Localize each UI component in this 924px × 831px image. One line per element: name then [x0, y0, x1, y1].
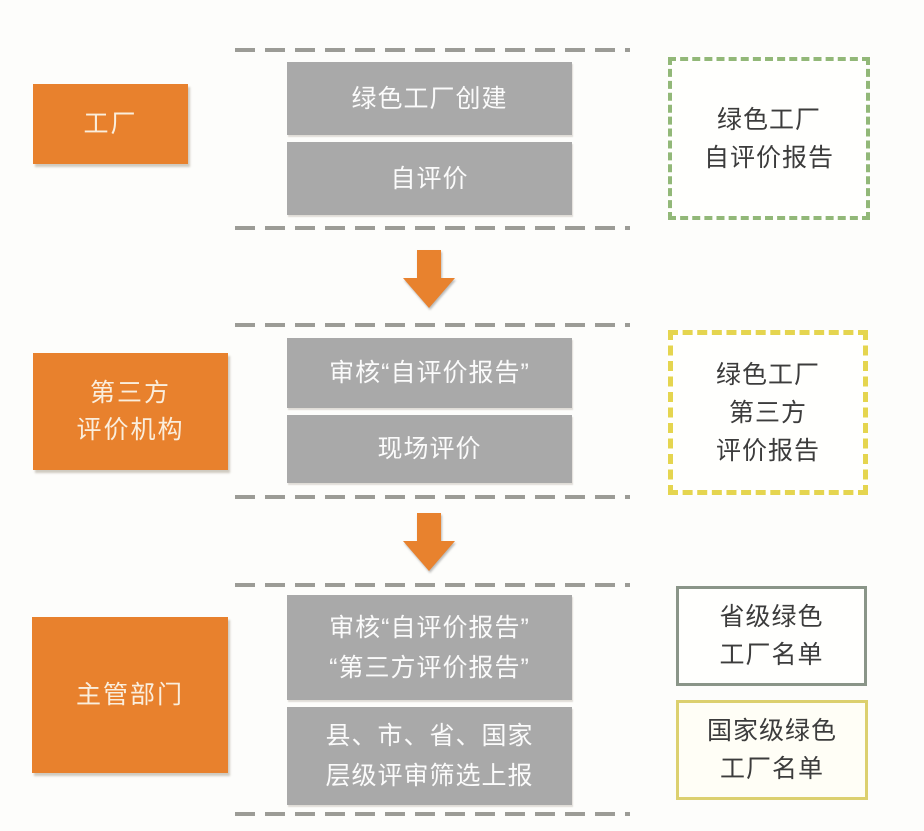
dashed-separator — [235, 583, 630, 587]
step-line: 审核“自评价报告” — [329, 613, 530, 642]
down-arrow-icon — [403, 513, 455, 571]
actor-box-competent-department: 主管部门 — [32, 617, 228, 773]
step-box-green-factory-creation: 绿色工厂创建 — [287, 62, 572, 135]
output-line: 工厂名单 — [719, 755, 824, 783]
dashed-separator — [235, 323, 630, 327]
output-line: 自评价报告 — [703, 143, 834, 172]
dashed-separator — [235, 226, 630, 230]
output-line: 省级绿色 — [719, 603, 824, 631]
step-line: 县、市、省、国家 — [325, 722, 534, 750]
output-box-provincial-green-factory-list: 省级绿色 工厂名单 — [676, 586, 867, 686]
dashed-separator — [235, 48, 630, 52]
step-label: 现场评价 — [377, 435, 482, 463]
output-line: 第三方 — [728, 398, 807, 427]
actor-factory-label: 工厂 — [83, 109, 138, 138]
actor-box-factory: 工厂 — [33, 84, 188, 164]
output-line: 绿色工厂 — [716, 105, 821, 134]
output-line: 评价报告 — [715, 436, 820, 465]
output-line: 国家级绿色 — [706, 717, 837, 745]
step-label: 绿色工厂创建 — [351, 84, 508, 113]
dashed-separator — [235, 812, 630, 816]
actor-line: 第三方 — [89, 378, 171, 407]
down-arrow-icon — [403, 250, 455, 308]
actor-line: 主管部门 — [75, 680, 184, 709]
step-label: 审核“自评价报告” — [329, 359, 530, 387]
output-line: 工厂名单 — [719, 641, 824, 669]
step-box-review-self-evaluation-report: 审核“自评价报告” — [287, 338, 572, 408]
step-box-level-review-report: 县、市、省、国家 层级评审筛选上报 — [287, 707, 572, 805]
step-label: 自评价 — [390, 164, 469, 193]
step-box-review-both-reports: 审核“自评价报告” “第三方评价报告” — [287, 595, 572, 700]
step-box-onsite-evaluation: 现场评价 — [287, 415, 572, 483]
output-line: 绿色工厂 — [715, 360, 820, 389]
output-box-national-green-factory-list: 国家级绿色 工厂名单 — [676, 700, 868, 800]
output-box-self-evaluation-report: 绿色工厂 自评价报告 — [668, 57, 870, 220]
step-line: “第三方评价报告” — [329, 653, 530, 682]
output-box-third-party-evaluation-report: 绿色工厂 第三方 评价报告 — [668, 330, 868, 495]
dashed-separator — [235, 495, 630, 499]
actor-box-third-party-agency: 第三方 评价机构 — [33, 353, 228, 470]
step-box-self-evaluation: 自评价 — [287, 142, 572, 215]
actor-line: 评价机构 — [76, 415, 185, 444]
step-line: 层级评审筛选上报 — [325, 762, 534, 790]
